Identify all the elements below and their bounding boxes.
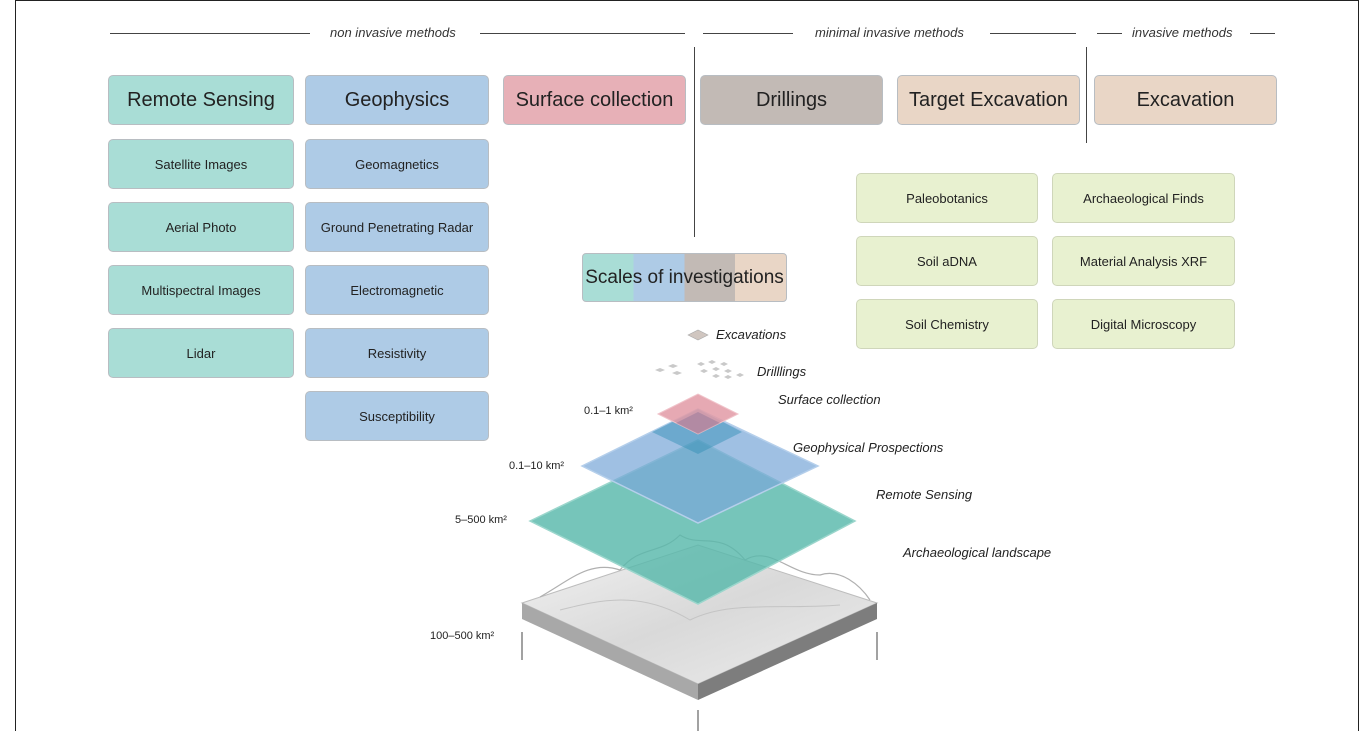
header-non-invasive: non invasive methods bbox=[330, 25, 456, 40]
separator-minimal bbox=[694, 47, 695, 237]
terrain-block bbox=[520, 534, 879, 700]
label-surface-collection: Surface collection bbox=[778, 392, 881, 407]
category-target-excavation: Target Excavation bbox=[897, 75, 1080, 125]
drillings-icons bbox=[655, 360, 744, 379]
category-geophysics: Geophysics bbox=[305, 75, 489, 125]
category-excavation: Excavation bbox=[1094, 75, 1277, 125]
header-rule bbox=[1250, 33, 1275, 34]
analysis-material-analysis-xrf: Material Analysis XRF bbox=[1052, 236, 1235, 286]
header-rule bbox=[480, 33, 685, 34]
method-satellite-images: Satellite Images bbox=[108, 139, 294, 189]
method-susceptibility: Susceptibility bbox=[305, 391, 489, 441]
header-invasive: invasive methods bbox=[1132, 25, 1233, 40]
label-remote-sensing: Remote Sensing bbox=[876, 487, 973, 502]
analysis-soil-chemistry: Soil Chemistry bbox=[856, 299, 1038, 349]
category-remote-sensing: Remote Sensing bbox=[108, 75, 294, 125]
method-multispectral-images: Multispectral Images bbox=[108, 265, 294, 315]
header-rule bbox=[990, 33, 1076, 34]
analysis-archaeological-finds: Archaeological Finds bbox=[1052, 173, 1235, 223]
analysis-digital-microscopy: Digital Microscopy bbox=[1052, 299, 1235, 349]
excavations-icon bbox=[687, 329, 709, 341]
method-ground-penetrating-radar: Ground Penetrating Radar bbox=[305, 202, 489, 252]
label-excavations: Excavations bbox=[716, 327, 787, 342]
area-surface-collection: 0.1–1 km² bbox=[584, 405, 633, 417]
category-surface-collection: Surface collection bbox=[503, 75, 686, 125]
analysis-paleobotanics: Paleobotanics bbox=[856, 173, 1038, 223]
area-landscape: 100–500 km² bbox=[430, 630, 495, 642]
header-minimal-invasive: minimal invasive methods bbox=[815, 25, 964, 40]
analysis-soil-adna: Soil aDNA bbox=[856, 236, 1038, 286]
category-drillings: Drillings bbox=[700, 75, 883, 125]
header-rule bbox=[1097, 33, 1122, 34]
method-lidar: Lidar bbox=[108, 328, 294, 378]
scales-of-investigations-title: Scales of investigations bbox=[582, 253, 787, 302]
method-electromagnetic: Electromagnetic bbox=[305, 265, 489, 315]
surface-overlap bbox=[676, 412, 720, 434]
header-rule bbox=[110, 33, 310, 34]
area-geophysical: 0.1–10 km² bbox=[509, 460, 565, 472]
label-geophysical-prospections: Geophysical Prospections bbox=[793, 440, 944, 455]
header-rule bbox=[703, 33, 793, 34]
separator-invasive bbox=[1086, 47, 1087, 143]
label-drillings: Drilllings bbox=[757, 364, 807, 379]
geophysical-plane bbox=[580, 408, 820, 524]
method-geomagnetics: Geomagnetics bbox=[305, 139, 489, 189]
area-remote-sensing: 5–500 km² bbox=[455, 514, 507, 526]
method-aerial-photo: Aerial Photo bbox=[108, 202, 294, 252]
method-resistivity: Resistivity bbox=[305, 328, 489, 378]
label-archaeological-landscape: Archaeological landscape bbox=[903, 545, 1052, 560]
